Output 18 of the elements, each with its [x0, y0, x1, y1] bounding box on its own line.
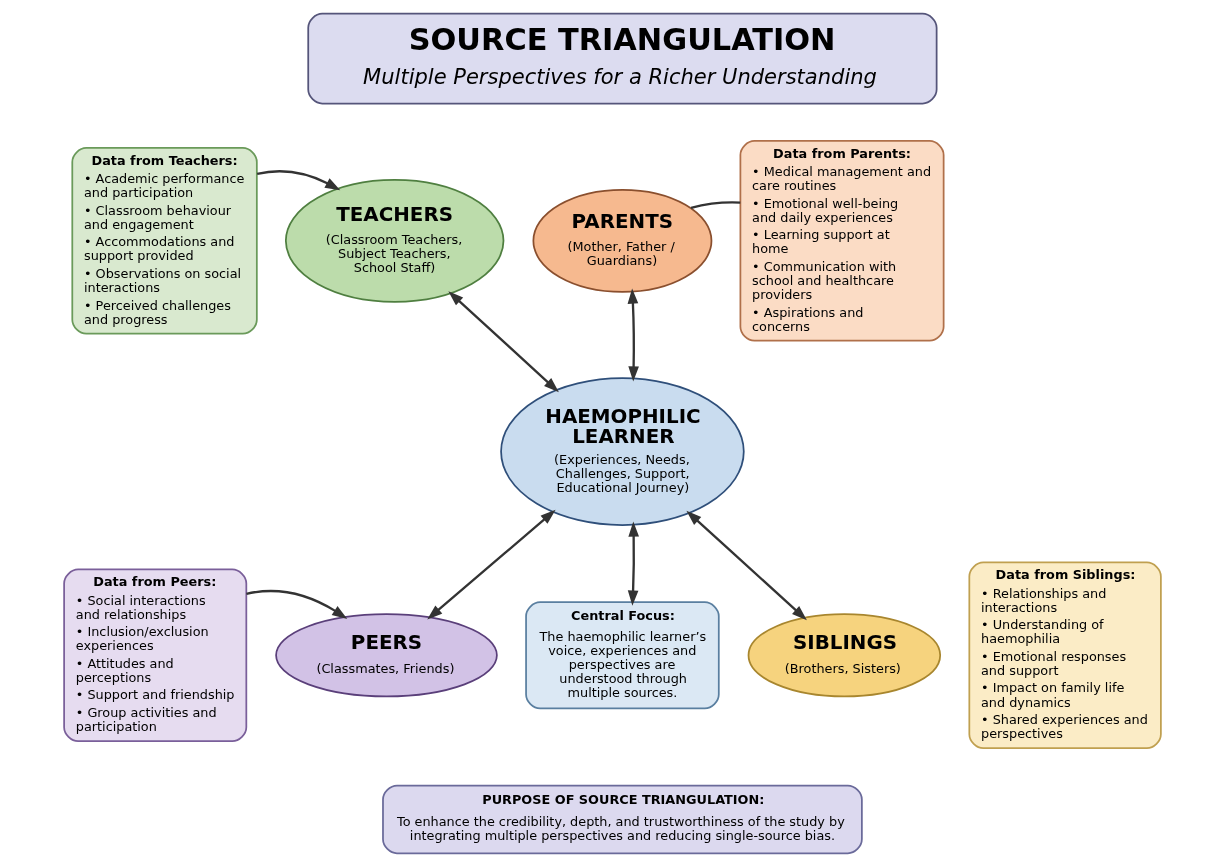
node-box: Data from Parents: • Medical management and care routines • Emotional well-being and daily experiences • Learning support at home • Communication with school and healthcare providers • Aspirations and concerns: [739, 139, 945, 342]
arrow: [427, 509, 556, 619]
node-ellipse: PARENTS (Mother, Father / Guardians): [532, 188, 713, 293]
node-box: Central Focus: The haemophilic learner’s voice, experiences and perspectives are understood through multiple sources.: [525, 600, 720, 709]
node-box: PURPOSE OF SOURCE TRIANGULATION: To enhance the credibility, depth, and trustworthiness of the study by integrating multiple perspectives and reducing single-source bias.: [382, 784, 863, 854]
arrow: [627, 287, 639, 382]
arrow: [627, 520, 639, 606]
arrow: [246, 589, 348, 619]
node-ellipse: SIBLINGS (Brothers, Sisters): [747, 612, 942, 697]
connector: [690, 200, 741, 209]
node-box: SOURCE TRIANGULATION Multiple Perspectives for a Richer Understanding: [307, 12, 938, 104]
arrow: [448, 290, 559, 392]
node-box: Data from Peers: • Social interactions and relationships • Inclusion/exclusion experiences • Attitudes and perceptions • Support and friendship • Group activities and participation: [63, 568, 248, 742]
node-box: Data from Teachers: • Academic performance and participation • Classroom behaviour and engagement • Accommodations and support provided • Observations on social interactions • Perceived challenges and progress: [71, 146, 258, 335]
arrow: [256, 169, 341, 190]
node-box: Data from Siblings: • Relationships and interactions • Understanding of haemophilia • Emotional responses and support • Impact on family life and dynamics • Shared experiences and perspectives: [968, 561, 1162, 749]
node-ellipse: PEERS (Classmates, Friends): [275, 612, 498, 697]
arrow: [686, 510, 807, 620]
